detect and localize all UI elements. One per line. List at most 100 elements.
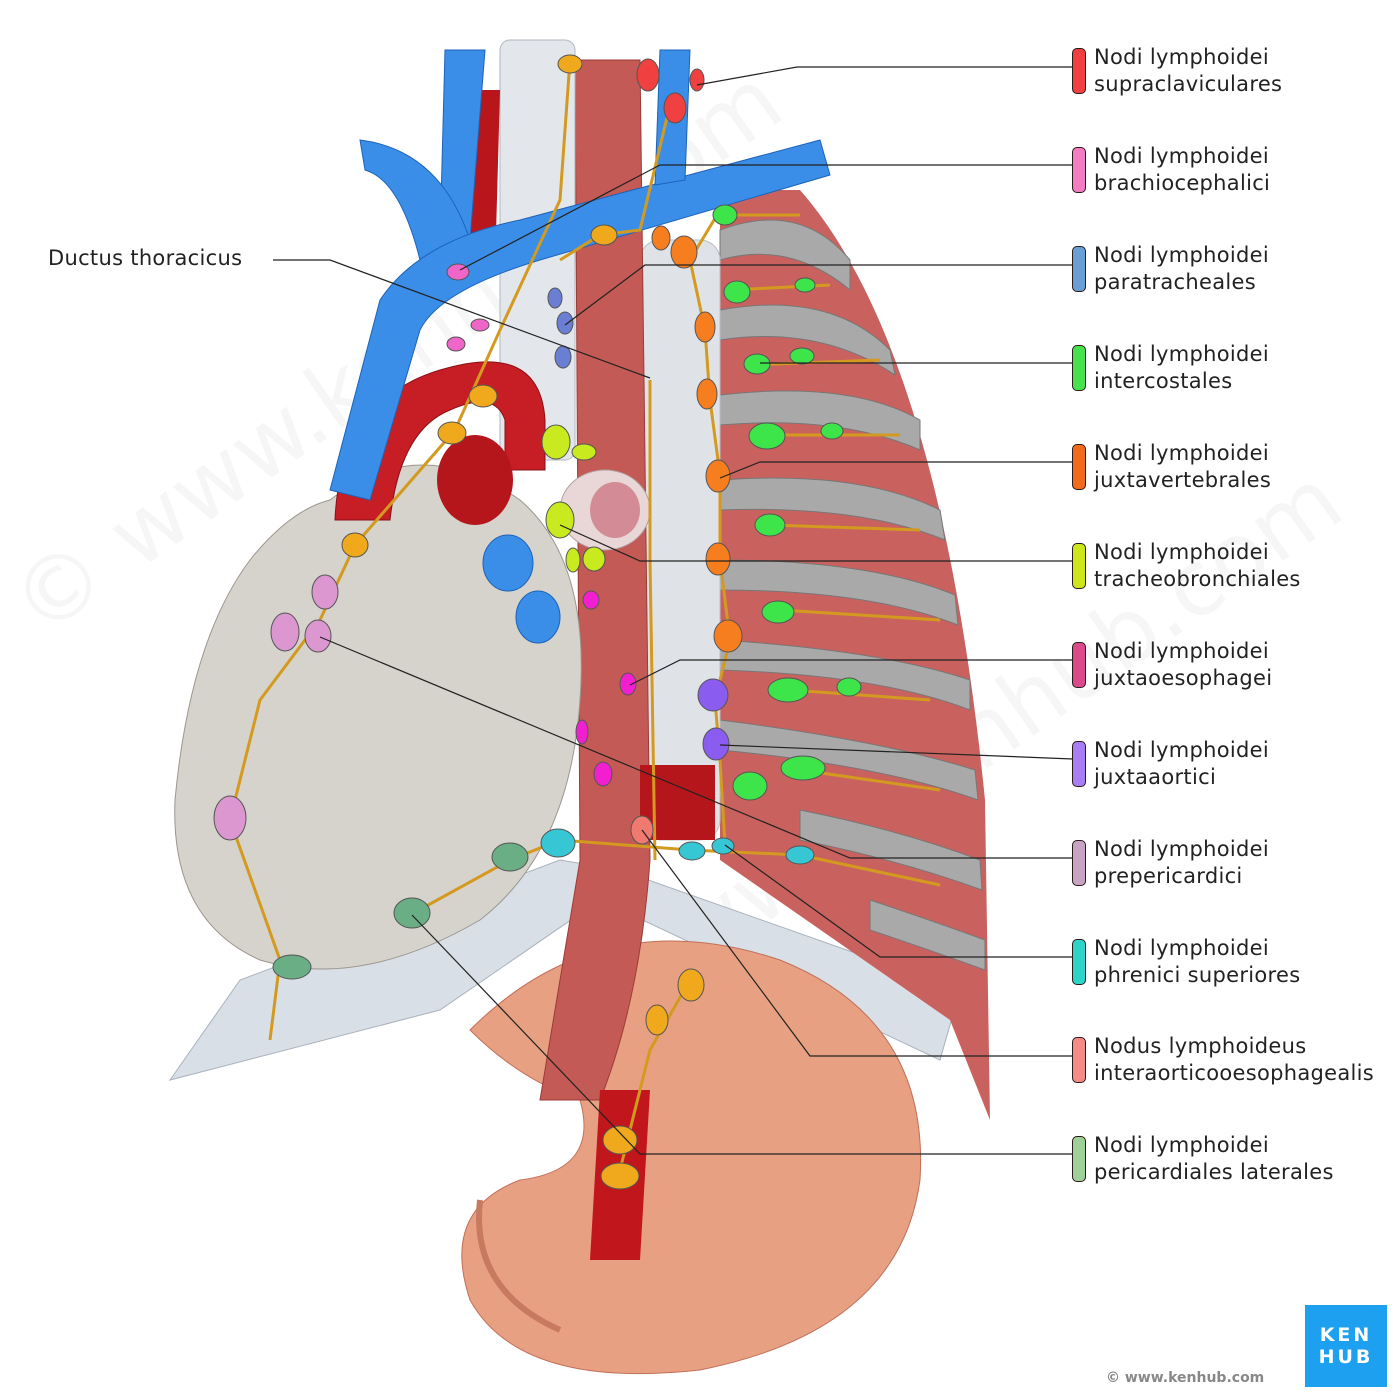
color-swatch	[1072, 1136, 1086, 1182]
node-mediastinal	[437, 421, 467, 445]
color-swatch	[1072, 1037, 1086, 1083]
lymph-nodes	[213, 54, 862, 1190]
node-intercostal	[794, 277, 816, 293]
structure-label: Nodi lymphoidei juxtaaortici	[1072, 737, 1269, 791]
label-line: Nodi lymphoidei	[1094, 738, 1270, 762]
label-text: Nodi lymphoidei juxtavertebrales	[1094, 440, 1271, 494]
node-brachiocephalic	[446, 336, 466, 352]
pulmonary-trunk	[437, 435, 513, 525]
label-line: interaorticooesophagealis	[1094, 1061, 1375, 1085]
label-line: supraclaviculares	[1094, 72, 1283, 96]
node-mediastinal	[468, 384, 498, 408]
label-line: juxtaaortici	[1094, 765, 1217, 789]
node-mediastinal	[557, 54, 583, 74]
node-celiac	[645, 1004, 669, 1036]
label-line: tracheobronchiales	[1094, 567, 1301, 591]
leader-line	[564, 264, 1073, 326]
node-juxtavertebral	[694, 311, 716, 343]
node-prepericardial	[311, 574, 339, 610]
color-swatch	[1072, 345, 1086, 391]
leader-line	[319, 636, 1073, 859]
leader-line	[629, 659, 1073, 686]
leader-line	[696, 66, 1073, 86]
heart	[174, 464, 582, 970]
label-ductus-thoracicus: Ductus thoracicus	[48, 246, 243, 270]
node-tracheobronchial	[565, 547, 581, 573]
node-supraclavicular	[636, 58, 660, 92]
node-celiac	[600, 1162, 640, 1190]
node-paratracheal	[556, 311, 574, 335]
node-juxtaaortic	[702, 727, 730, 761]
color-swatch	[1072, 147, 1086, 193]
color-swatch	[1072, 246, 1086, 292]
node-juxtaoesophageal	[619, 672, 637, 696]
label-line: juxtavertebrales	[1094, 468, 1272, 492]
node-intercostal	[743, 353, 771, 375]
color-swatch	[1072, 741, 1086, 787]
pulmonary-vein	[515, 590, 561, 644]
veins	[329, 49, 831, 501]
label-line: Nodi lymphoidei	[1094, 936, 1270, 960]
leader-line	[719, 461, 1073, 479]
label-line: prepericardici	[1094, 864, 1243, 888]
kenhub-logo[interactable]: KEN HUB	[1305, 1305, 1387, 1387]
node-phrenic-superior	[711, 837, 735, 855]
descending-aorta	[640, 765, 715, 840]
node-intercostal	[789, 347, 815, 365]
node-tracheobronchial	[541, 424, 571, 460]
label-line: Nodi lymphoidei	[1094, 144, 1270, 168]
node-intercostal	[836, 677, 862, 697]
label-text: Nodi lymphoidei juxtaaortici	[1094, 737, 1269, 791]
node-intercostal	[767, 677, 809, 703]
label-line: Nodi lymphoidei	[1094, 837, 1270, 861]
node-paratracheal	[554, 345, 572, 369]
node-intercostal	[780, 755, 826, 781]
node-juxtavertebral	[713, 619, 743, 653]
node-intercostal	[732, 771, 768, 801]
node-pericardial-lateral	[491, 842, 529, 872]
logo-text: HUB	[1318, 1346, 1374, 1368]
structure-label: Nodi lymphoidei phrenici superiores	[1072, 935, 1300, 989]
node-mediastinal	[341, 532, 369, 558]
node-mediastinal	[590, 224, 618, 246]
leader-line	[719, 744, 1074, 760]
label-line: phrenici superiores	[1094, 963, 1301, 987]
copyright-text: © www.kenhub.com	[1106, 1370, 1265, 1386]
node-juxtavertebral	[705, 459, 731, 493]
label-line: Nodi lymphoidei	[1094, 540, 1270, 564]
label-line: intercostales	[1094, 369, 1233, 393]
node-intercostal	[723, 280, 751, 304]
node-juxtaoesophageal	[593, 761, 613, 787]
node-prepericardial	[213, 795, 247, 841]
label-line: Nodi lymphoidei	[1094, 441, 1270, 465]
node-intercostal	[748, 422, 786, 450]
node-tracheobronchial	[582, 546, 606, 572]
node-celiac	[602, 1125, 638, 1155]
node-brachiocephalic	[470, 318, 490, 332]
node-prepericardial	[304, 619, 332, 653]
node-intercostal	[712, 204, 738, 226]
node-juxtavertebral	[670, 235, 698, 269]
color-swatch	[1072, 48, 1086, 94]
node-celiac	[677, 968, 705, 1002]
node-juxtavertebral	[651, 225, 671, 251]
leader-line	[459, 164, 1073, 271]
node-juxtaoesophageal	[575, 719, 589, 745]
node-prepericardial	[270, 612, 300, 652]
label-line: Nodi lymphoidei	[1094, 243, 1270, 267]
structure-label: Nodi lymphoidei prepericardici	[1072, 836, 1269, 890]
leader-lines	[273, 66, 1074, 1155]
color-swatch	[1072, 939, 1086, 985]
